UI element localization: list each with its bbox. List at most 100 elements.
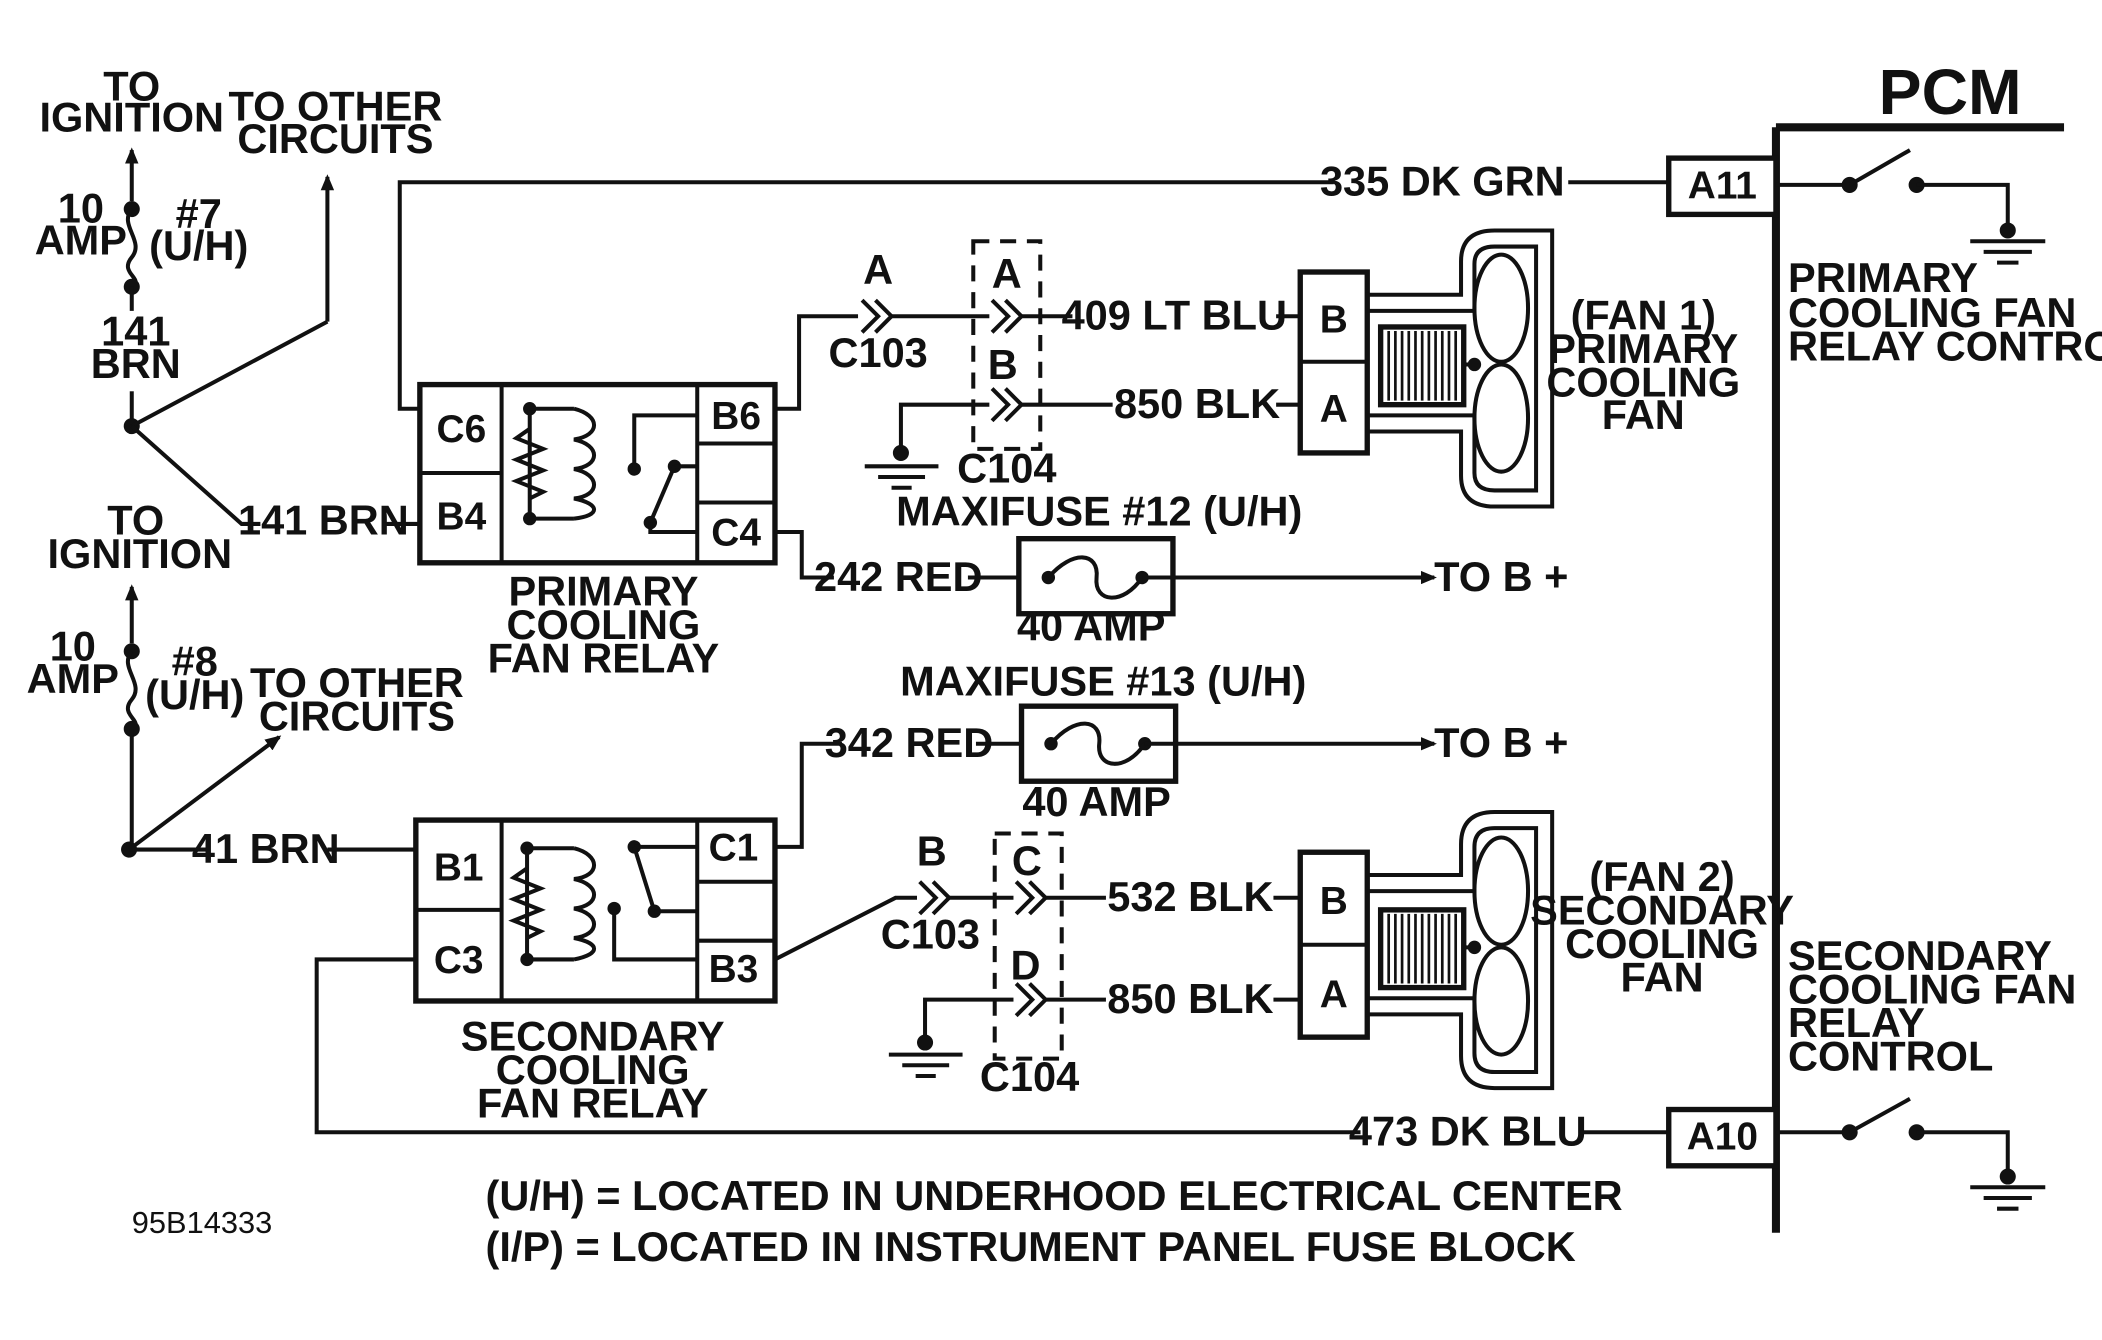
note-underhood: (U/H) = LOCATED IN UNDERHOOD ELECTRICAL …	[486, 1172, 1623, 1219]
fan-1-primary-cooling-fan: B A (FAN 1) PRIMARY COOLING FAN	[1297, 228, 1740, 509]
to-other-circuits-label: CIRCUITS	[237, 115, 433, 162]
fan-label: COOLING	[1546, 359, 1740, 406]
fan-label: (FAN 2)	[1589, 853, 1734, 900]
fan-2-secondary-cooling-fan: B A (FAN 2) SECONDARY COOLING FAN	[1297, 810, 1794, 1091]
c104-name: C104	[980, 1053, 1079, 1100]
primary-cooling-fan-relay: C6 B4 B6 C4 PRIMARY COOLING FAN RELAY 14…	[238, 381, 778, 682]
pcm-terminal-a11: A11 PRIMARY COOLING FAN RELAY CONTROL	[1666, 148, 2102, 369]
c104-pin-label: B	[988, 341, 1018, 388]
connector-c103-c104-top: A C103 A B C104	[774, 239, 1113, 491]
wire-label: 850 BLK	[1114, 380, 1280, 427]
c103-pin-label: B	[917, 828, 947, 875]
fuse-location-label: (U/H)	[145, 671, 244, 718]
pcm-terminal-a10: SECONDARY COOLING FAN RELAY CONTROL A10	[1666, 932, 2076, 1211]
c103-name: C103	[828, 329, 927, 376]
fuse-number-label: #8	[172, 637, 218, 684]
fan-label: FAN	[1602, 391, 1685, 438]
pcm-function-label: PRIMARY	[1788, 254, 1978, 301]
fan-pin-a: A	[1320, 388, 1348, 431]
wire-473-dk-blu: 473 DK BLU	[314, 957, 1669, 1155]
maxifuse-13: 342 RED MAXIFUSE #13 (U/H) 40 AMP TO B +	[774, 657, 1568, 849]
fuse-location-label: (U/H)	[149, 222, 248, 269]
to-other-circuits-label: TO OTHER	[229, 83, 443, 130]
relay-pin-b6: B6	[711, 395, 761, 438]
connector-c103-c104-bottom: B C103 C D C104	[774, 828, 1106, 1100]
wire-335-dk-grn: 335 DK GRN	[397, 158, 1669, 411]
to-ignition-label: IGNITION	[48, 530, 233, 577]
relay-pin-c6: C6	[437, 408, 487, 451]
wire-242-red-label: 242 RED	[814, 553, 983, 600]
c104-name: C104	[957, 444, 1056, 491]
relay-label: SECONDARY	[461, 1013, 725, 1060]
relay-label: FAN RELAY	[477, 1080, 709, 1127]
maxifuse-12: 242 RED MAXIFUSE #12 (U/H) 40 AMP TO B +	[774, 487, 1568, 650]
pcm-function-label: CONTROL	[1788, 1033, 1993, 1080]
pcm-function-label: RELAY CONTROL	[1788, 322, 2102, 369]
fan-label: COOLING	[1565, 920, 1759, 967]
wire-850-blk-bottom: 850 BLK	[1107, 975, 1301, 1022]
c103-pin-label: A	[863, 246, 893, 293]
relay-pin-b3: B3	[709, 948, 759, 991]
maxifuse-rating: 40 AMP	[1022, 778, 1170, 825]
fan-label: PRIMARY	[1548, 325, 1738, 372]
secondary-cooling-fan-relay: B1 C3 C1 B3 SECONDARY COOLING FAN RELAY	[413, 817, 778, 1127]
fan-label: FAN	[1621, 954, 1704, 1001]
pcm-pin-a11: A11	[1688, 164, 1757, 207]
wire-850-blk-top: 850 BLK	[1114, 380, 1301, 427]
to-other-circuits-label: CIRCUITS	[259, 692, 455, 739]
to-other-circuits-label: TO OTHER	[250, 659, 464, 706]
pcm-function-label: SECONDARY	[1788, 932, 2052, 979]
wire-41-brn-label: 41 BRN	[192, 825, 340, 872]
relay-label: FAN RELAY	[488, 635, 720, 682]
figure-id: 95B14333	[132, 1205, 273, 1240]
relay-label: COOLING	[507, 601, 701, 648]
legend-notes: (U/H) = LOCATED IN UNDERHOOD ELECTRICAL …	[132, 1172, 1623, 1270]
fan-label: (FAN 1)	[1571, 292, 1716, 339]
wire-label: 473 DK BLU	[1349, 1108, 1587, 1155]
maxifuse-rating: 40 AMP	[1017, 603, 1165, 650]
to-b-plus-label: TO B +	[1434, 553, 1568, 600]
wire-342-red-label: 342 RED	[825, 719, 994, 766]
note-instrument-panel: (I/P) = LOCATED IN INSTRUMENT PANEL FUSE…	[486, 1223, 1576, 1270]
pcm-function-label: COOLING FAN	[1788, 966, 2076, 1013]
c103-name: C103	[881, 911, 980, 958]
fan-pin-a: A	[1320, 974, 1348, 1017]
c104-pin-label: D	[1011, 942, 1041, 989]
to-ignition-label: TO	[107, 497, 164, 544]
wire-141-brn-label: 141 BRN	[238, 497, 409, 544]
ignition-fuse-8: TO IGNITION 10 AMP #8 (U/H) TO OTHER CIR…	[27, 497, 464, 872]
relay-pin-b4: B4	[437, 495, 487, 538]
relay-pin-c1: C1	[709, 826, 759, 869]
pcm-function-label: COOLING FAN	[1788, 289, 2076, 336]
pcm-module: PCM	[1771, 56, 2065, 1233]
maxifuse-title: MAXIFUSE #13 (U/H)	[900, 657, 1306, 704]
fuse-amp-label: 10	[58, 184, 104, 231]
fuse-amp-label: AMP	[35, 217, 127, 264]
fuse-amp-label: 10	[50, 623, 96, 670]
wire-141-label: 141	[101, 308, 170, 355]
c104-pin-label: A	[992, 250, 1022, 297]
fan-label: SECONDARY	[1530, 887, 1794, 934]
pcm-function-label: RELAY	[1788, 999, 1925, 1046]
to-ignition-label: TO	[103, 62, 160, 109]
wire-label: 335 DK GRN	[1320, 158, 1565, 205]
relay-pin-b1: B1	[434, 846, 484, 889]
wire-label: 409 LT BLU	[1062, 292, 1287, 339]
wire-409-lt-blu: 409 LT BLU	[1062, 292, 1301, 339]
c104-pin-label: C	[1012, 837, 1042, 884]
pcm-title: PCM	[1879, 56, 2022, 128]
pcm-pin-a10: A10	[1687, 1116, 1758, 1159]
relay-label: COOLING	[496, 1046, 690, 1093]
relay-pin-c4: C4	[711, 511, 761, 554]
fan-pin-b: B	[1320, 880, 1348, 923]
fan-pin-b: B	[1320, 298, 1348, 341]
wire-label: 850 BLK	[1107, 975, 1273, 1022]
to-b-plus-label: TO B +	[1434, 719, 1568, 766]
fuse-number-label: #7	[176, 190, 222, 237]
relay-pin-c3: C3	[434, 939, 484, 982]
ignition-fuse-7: TO IGNITION 10 AMP #7 (U/H) 141 BRN TO O…	[35, 62, 443, 526]
relay-label: PRIMARY	[508, 568, 698, 615]
fuse-amp-label: AMP	[27, 655, 119, 702]
wire-141-label: BRN	[91, 340, 181, 387]
